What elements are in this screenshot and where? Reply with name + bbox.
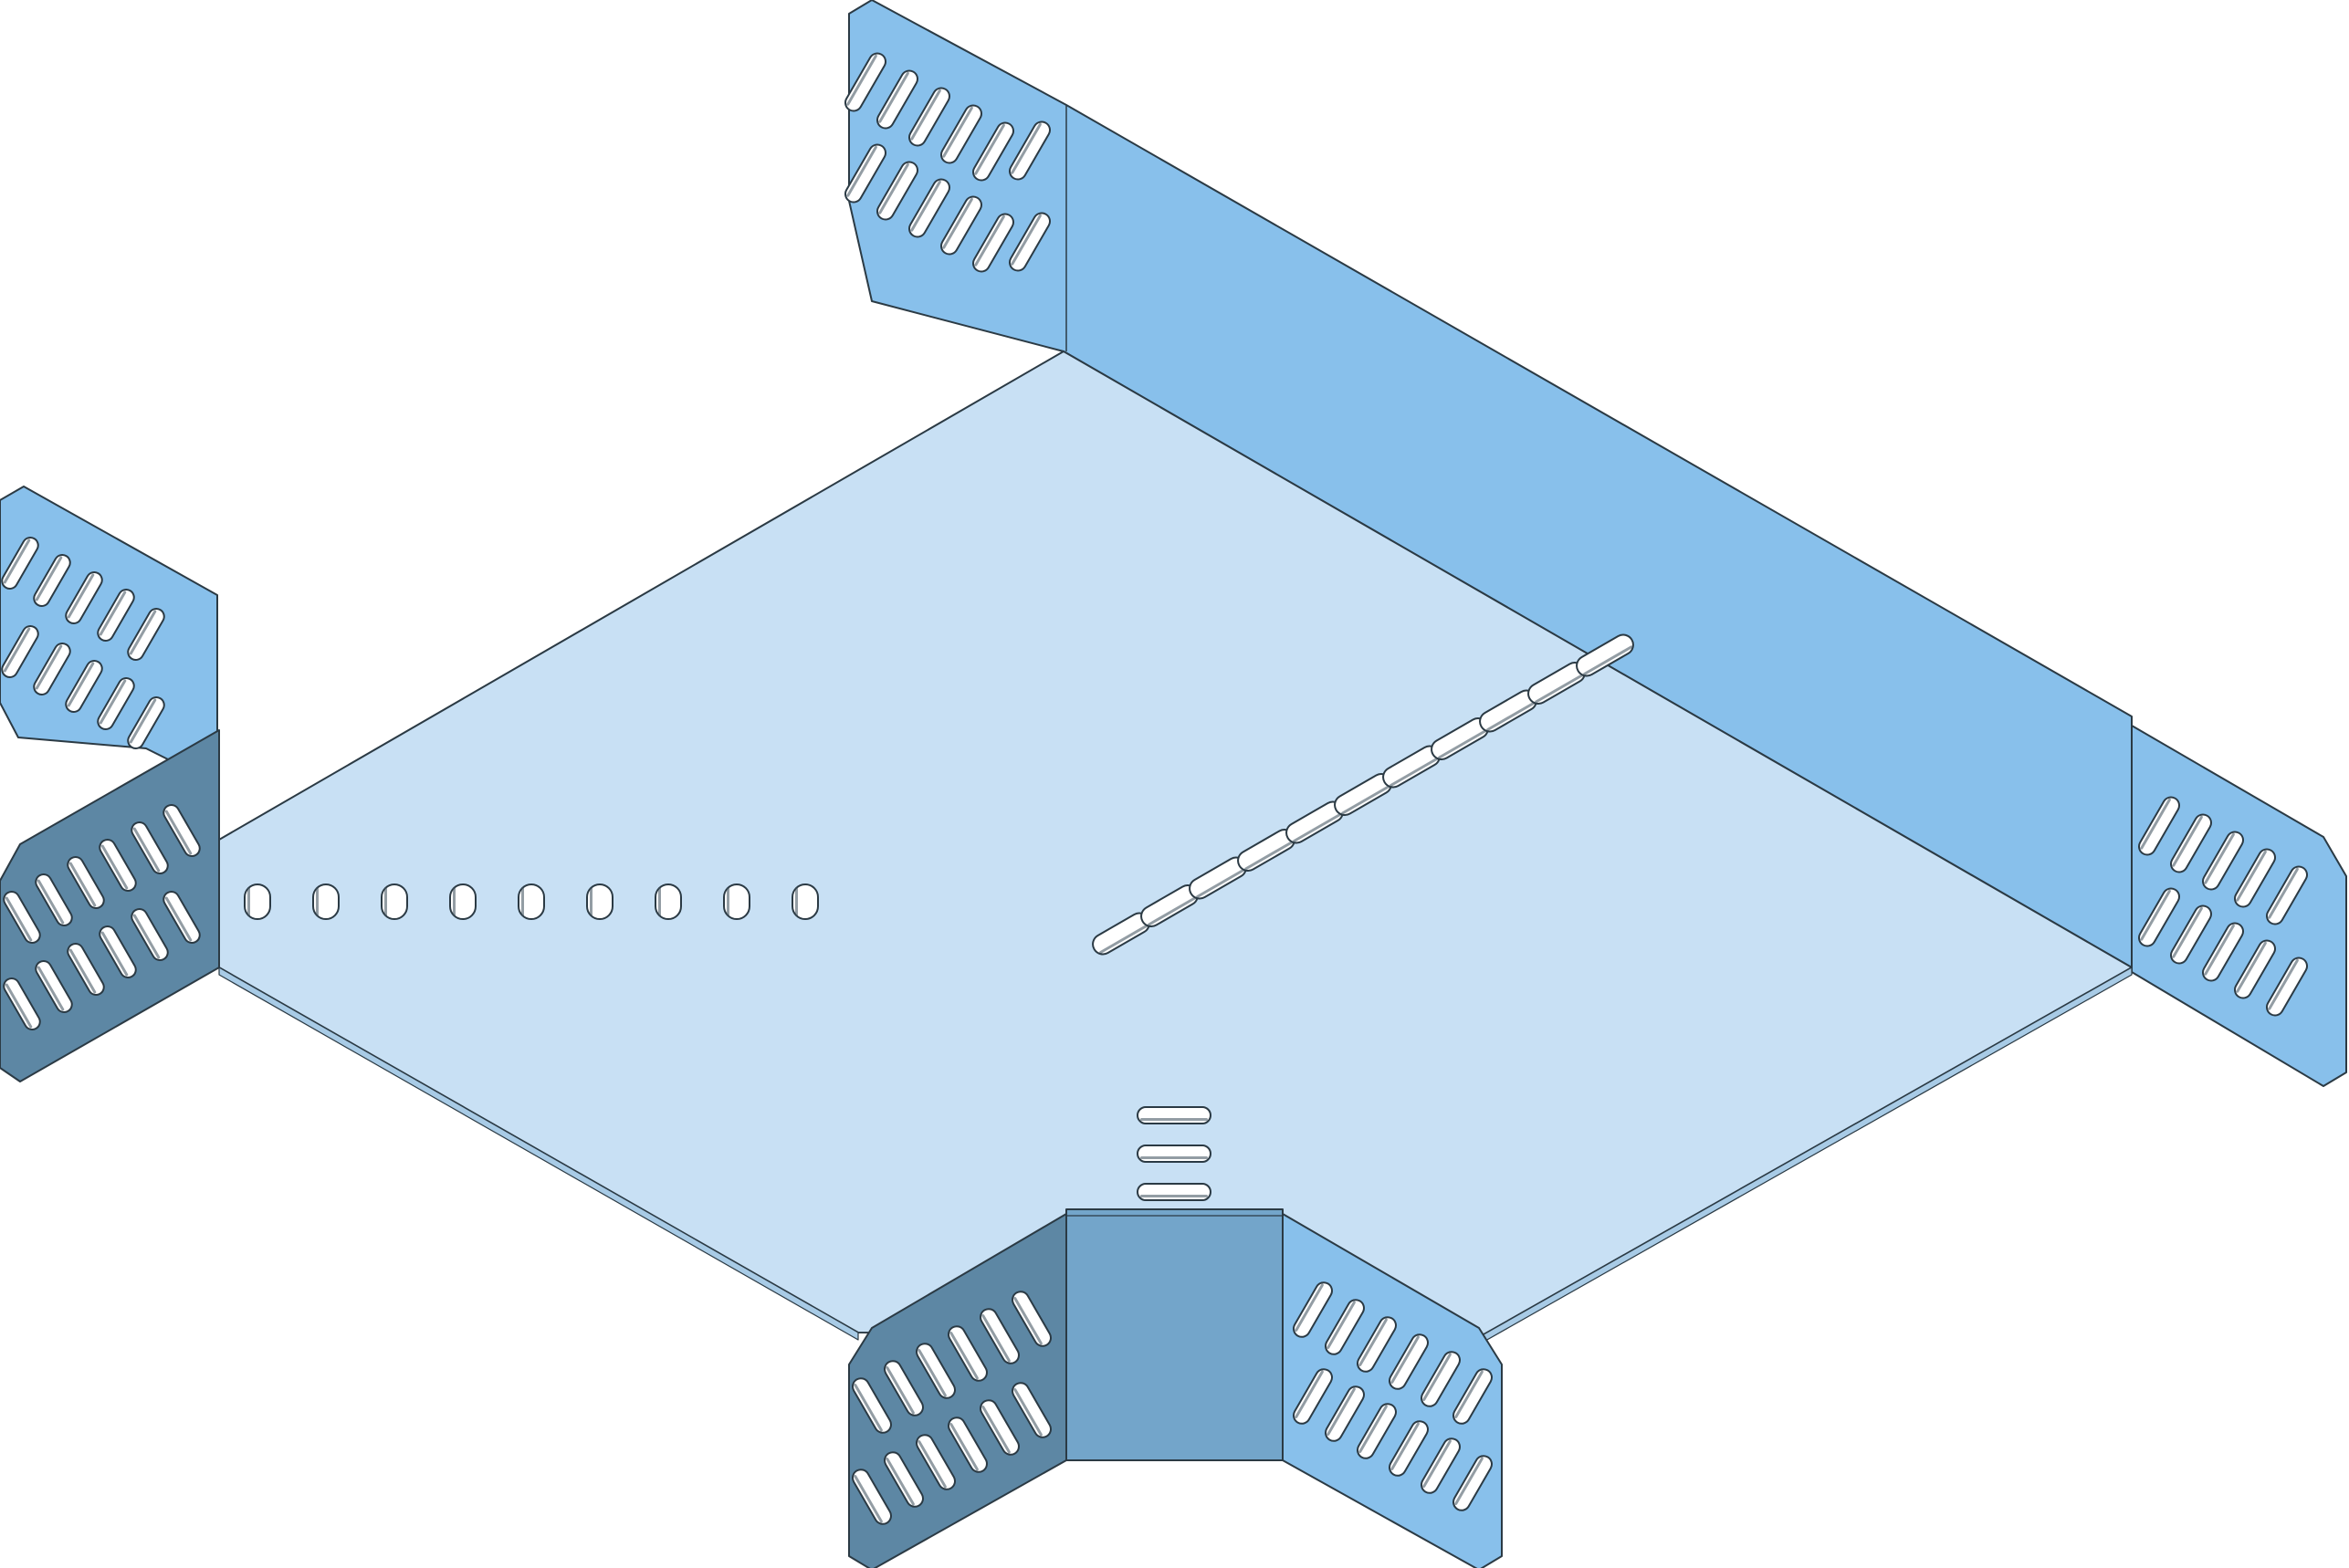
branch-slot	[1452, 1368, 1493, 1425]
wall-slot	[972, 213, 1014, 273]
flange-slot	[131, 821, 169, 874]
floor-slot	[586, 883, 613, 920]
wall-slot	[844, 52, 886, 112]
wall-slot	[908, 87, 950, 147]
floor-edge-left	[218, 967, 859, 1341]
flange-slot	[99, 925, 137, 978]
branch-slot	[1357, 1316, 1397, 1373]
flange-slot	[2202, 922, 2244, 982]
flange-slot	[3, 977, 41, 1030]
flange-slot	[33, 554, 71, 607]
floor-slot	[1092, 912, 1150, 956]
wall-slot	[908, 178, 950, 238]
flange-slot	[3, 891, 41, 944]
branch-slot	[1012, 1382, 1052, 1438]
floor-slot	[518, 883, 545, 920]
branch-slot	[1389, 1420, 1429, 1477]
floor-slot	[1140, 884, 1199, 927]
flange-slot	[2234, 939, 2276, 999]
flange-slot	[127, 696, 165, 749]
wall-slot	[876, 69, 918, 130]
floor-slot	[792, 883, 819, 920]
flange-slot	[163, 891, 201, 944]
floor-slot	[1137, 1183, 1211, 1201]
branch-slot	[1325, 1299, 1365, 1355]
flange-slot	[67, 943, 105, 996]
wall-slot	[844, 143, 886, 204]
back-layer	[0, 0, 2347, 1087]
branch-slot	[884, 1451, 924, 1508]
wall-slot	[940, 104, 982, 164]
branch-center-plate	[1065, 1208, 1284, 1461]
flange-slot	[127, 608, 165, 661]
branch-slot	[980, 1399, 1020, 1456]
walls-layer	[0, 729, 1503, 1568]
floor-slot	[655, 883, 682, 920]
branch-slot	[1389, 1333, 1429, 1390]
flange-slot	[1, 625, 39, 678]
flange-slot	[65, 660, 103, 713]
flange-slot	[2266, 956, 2308, 1017]
flange-slot	[33, 643, 71, 695]
floor-slot	[1137, 1145, 1211, 1163]
branch-slot	[852, 1469, 892, 1525]
branch-slot	[916, 1343, 956, 1399]
wall-slot	[876, 161, 918, 221]
wall-slot	[972, 121, 1014, 182]
flange-slot	[2138, 796, 2180, 856]
wall-slot	[1009, 120, 1051, 181]
branch-slot	[1293, 1368, 1333, 1425]
floor-slot	[1576, 633, 1634, 677]
flange-slot	[35, 873, 73, 926]
flange-slot	[99, 839, 137, 892]
branch-slot	[948, 1325, 988, 1382]
flange-slot	[97, 589, 135, 642]
flange-slot	[2266, 865, 2308, 925]
flange-slot	[1, 537, 39, 590]
branch-slot	[1012, 1291, 1052, 1347]
branch-slot	[1421, 1351, 1461, 1407]
floor-slot	[1137, 1106, 1211, 1124]
floor-slot	[723, 883, 750, 920]
branch-slot	[852, 1377, 892, 1434]
floor-slot	[381, 883, 408, 920]
flange-slot	[97, 677, 135, 730]
branch-slot	[1325, 1385, 1365, 1442]
wall-slot	[940, 195, 982, 256]
branch-slot	[948, 1416, 988, 1473]
branch-slot	[916, 1434, 956, 1490]
flange-slot	[65, 571, 103, 624]
flange-slot	[67, 856, 105, 909]
wall-slot	[1009, 212, 1051, 272]
flange-slot	[131, 908, 169, 961]
branch-slot	[980, 1308, 1020, 1364]
flange-slot	[2234, 848, 2276, 908]
branch-slot	[1421, 1437, 1461, 1494]
branch-right-plate	[1282, 1213, 1503, 1568]
branch-slot	[1357, 1403, 1397, 1459]
branch-slot	[884, 1360, 924, 1416]
flange-slot	[2170, 813, 2212, 873]
flange-slot	[35, 960, 73, 1013]
flange-slot	[2138, 887, 2180, 947]
branch-slot	[1452, 1455, 1493, 1511]
floor-slot	[449, 883, 477, 920]
floor-slots-layer	[244, 633, 1634, 1201]
branch-slot	[1293, 1281, 1333, 1338]
flange-slot	[2202, 831, 2244, 891]
floor-layer	[218, 350, 2133, 1345]
flange-slot	[2170, 904, 2212, 965]
flange-slot	[163, 804, 201, 857]
floor-slot	[244, 883, 271, 920]
floor-slot	[312, 883, 340, 920]
